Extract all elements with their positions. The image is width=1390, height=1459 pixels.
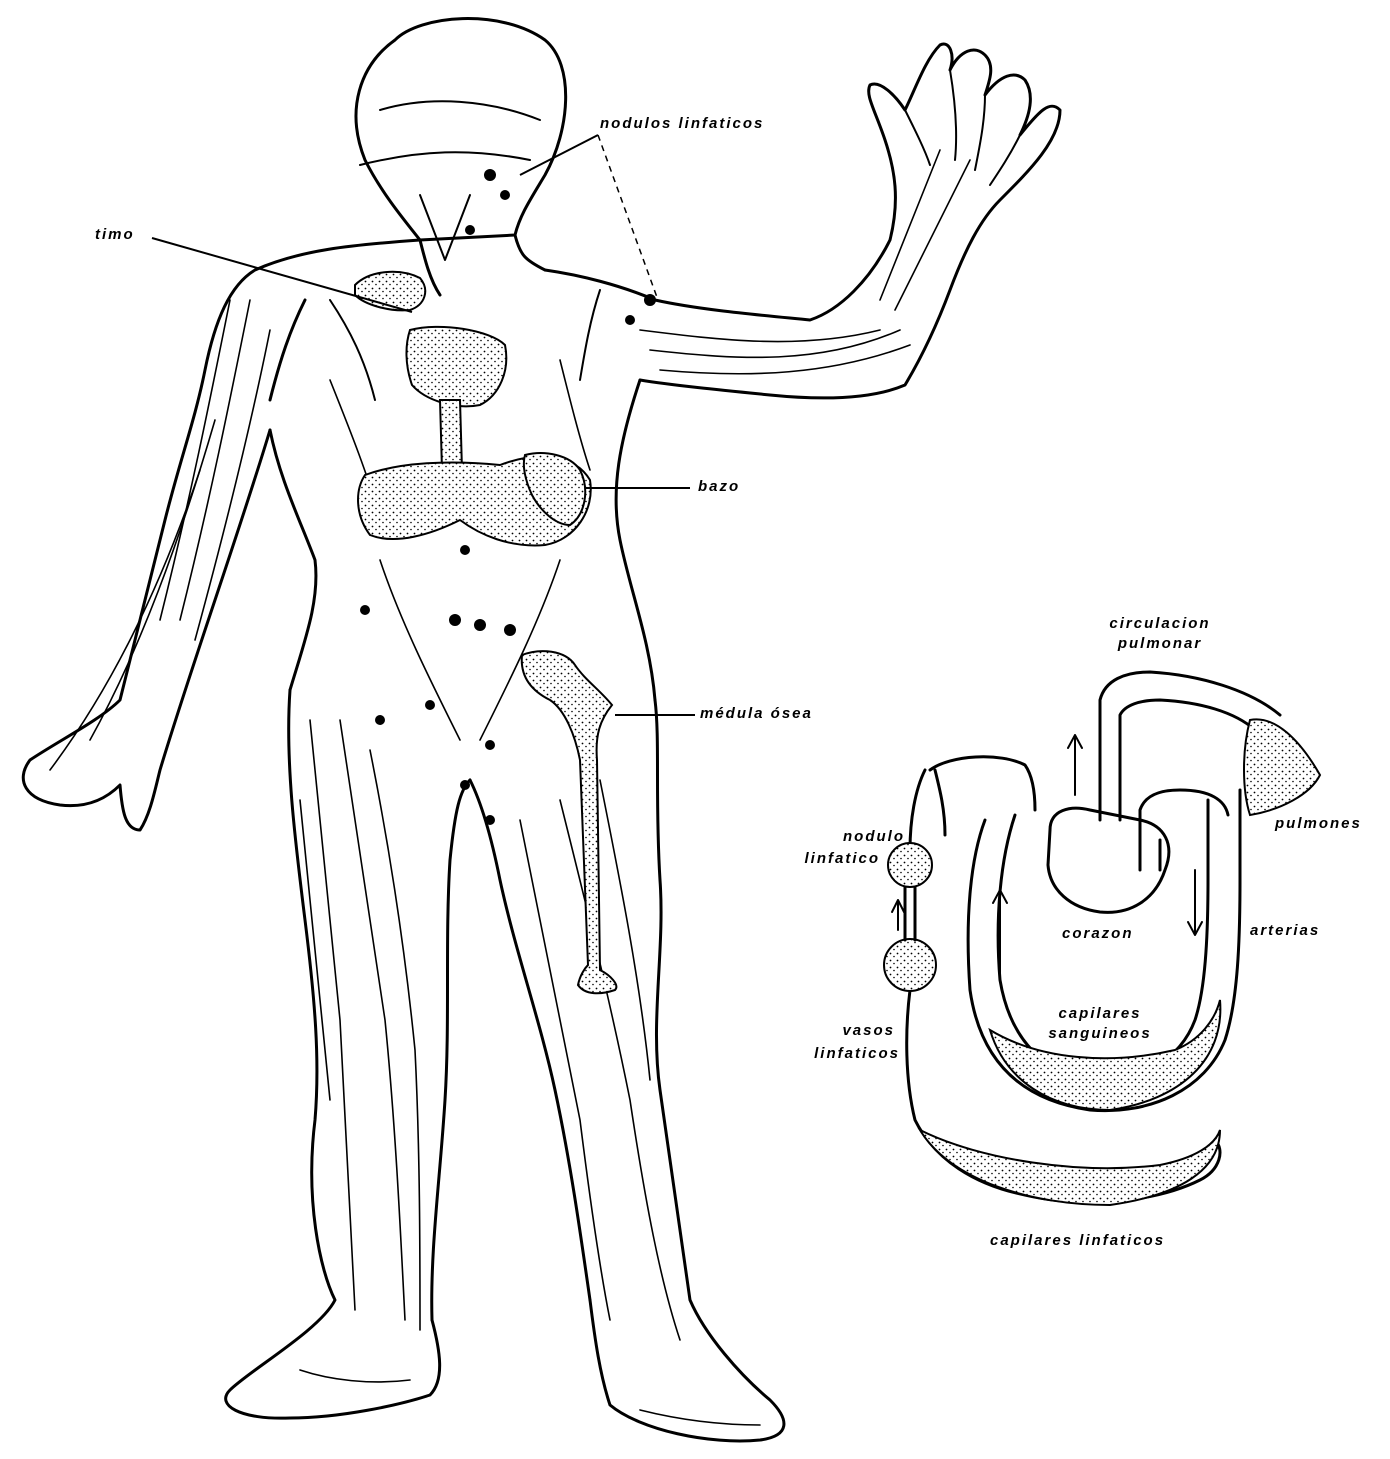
label-capilares-linfaticos: capilares linfaticos bbox=[990, 1232, 1165, 1250]
label-circulacion-pulmonar-line1: circulacion bbox=[1080, 615, 1240, 633]
label-nodulo-linfatico-line1: nodulo bbox=[770, 828, 905, 846]
thoracic-duct bbox=[440, 400, 462, 470]
heart-region bbox=[406, 327, 506, 406]
label-capilares-sanguineos-line2: sanguineos bbox=[1030, 1025, 1170, 1043]
thymus bbox=[355, 272, 425, 311]
label-bazo: bazo bbox=[698, 478, 740, 496]
label-circulacion-pulmonar-line2: pulmonar bbox=[1080, 635, 1240, 653]
label-capilares-sanguineos-line1: capilares bbox=[1030, 1005, 1170, 1023]
lymph-vessels bbox=[50, 150, 970, 1425]
label-pulmones: pulmones bbox=[1275, 815, 1362, 833]
label-medula-osea: médula ósea bbox=[700, 705, 813, 723]
label-arterias: arterias bbox=[1250, 922, 1320, 940]
label-corazon: corazon bbox=[1062, 925, 1134, 943]
label-nodulos-linfaticos: nodulos linfaticos bbox=[600, 115, 764, 133]
lungs-shape bbox=[1244, 719, 1320, 815]
label-vasos-linfaticos-line2: linfaticos bbox=[770, 1045, 900, 1063]
leader-lines bbox=[152, 135, 695, 715]
label-nodulo-linfatico-line2: linfatico bbox=[770, 850, 880, 868]
body-outline bbox=[23, 19, 1060, 1441]
label-timo: timo bbox=[95, 226, 135, 244]
femur-bone-marrow bbox=[522, 651, 617, 993]
label-vasos-linfaticos-line1: vasos bbox=[780, 1022, 895, 1040]
